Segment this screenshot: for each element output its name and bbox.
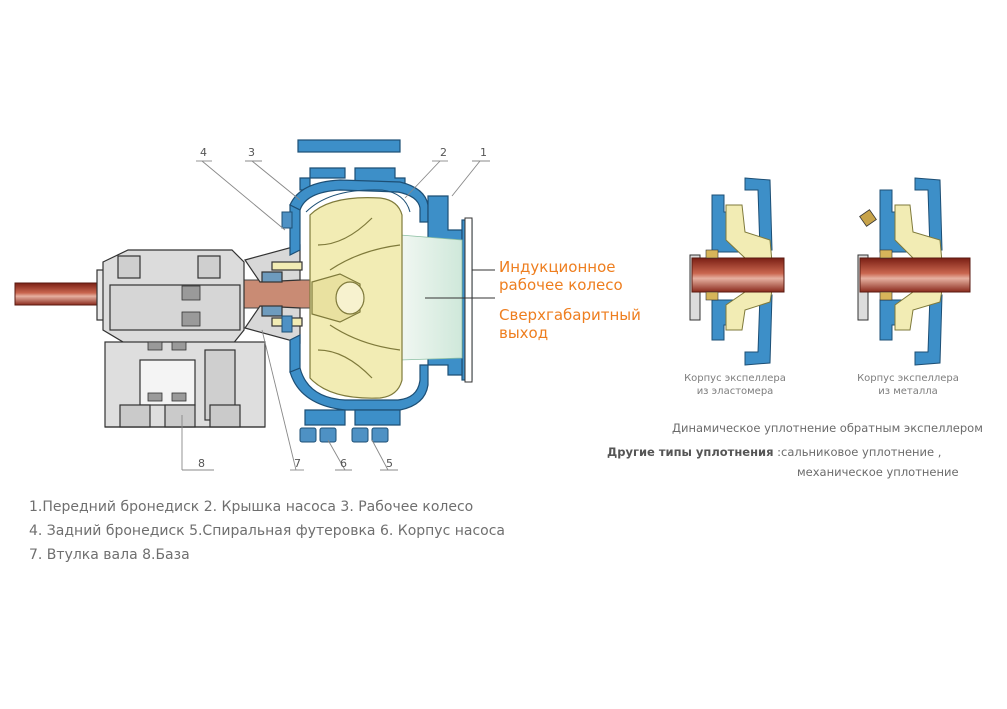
expeller-right-caption: Корпус экспеллера из металла (848, 372, 968, 398)
liner-outline (305, 189, 411, 213)
frame-bolts (147, 285, 201, 402)
legend-line-3: 7. Втулка вала 8.База (29, 547, 190, 563)
callout-3: 3 (248, 146, 255, 159)
callout-2: 2 (440, 146, 447, 159)
impeller-label: Индукционное рабочее колесо (499, 258, 623, 294)
outlet-label-line1: Сверхгабаритный (499, 306, 641, 324)
casing-bolts (281, 211, 389, 443)
other-seal-types: Другие типы уплотнения :сальниковое упло… (607, 444, 941, 460)
callout-1: 1 (480, 146, 487, 159)
expeller-right-caption-line2: из металла (878, 386, 938, 397)
outlet-label: Сверхгабаритный выход (499, 306, 641, 342)
expeller-metal (857, 177, 971, 366)
callout-ticks (182, 160, 490, 471)
callout-8: 8 (198, 457, 205, 470)
expeller-right-caption-line1: Корпус экспеллера (857, 373, 959, 384)
callout-6: 6 (340, 457, 347, 470)
expeller-left-caption-line1: Корпус экспеллера (684, 373, 786, 384)
callout-4: 4 (200, 146, 207, 159)
expeller-elastomer (689, 177, 785, 366)
callout-5: 5 (386, 457, 393, 470)
dynamic-seal-note: Динамическое уплотнение обратным экспелл… (672, 421, 983, 435)
legend-line-1: 1.Передний бронедиск 2. Крышка насоса 3.… (29, 499, 474, 515)
callout-leaders (181, 160, 481, 471)
impeller-label-line1: Индукционное (499, 258, 616, 276)
legend-line-2: 4. Задний бронедиск 5.Спиральная футеров… (29, 523, 505, 539)
other-seal-types-label: Другие типы уплотнения (607, 445, 774, 459)
other-seal-types-value: :сальниковое уплотнение , (777, 445, 942, 459)
other-seal-types-value2: механическое уплотнение (797, 465, 959, 479)
callout-7: 7 (294, 457, 301, 470)
impeller (309, 197, 403, 399)
expeller-left-caption-line2: из эластомера (696, 386, 774, 397)
outlet-label-line2: выход (499, 324, 549, 342)
bearing-frame (96, 249, 266, 428)
expeller-left-caption: Корпус экспеллера из эластомера (675, 372, 795, 398)
front-flange (464, 217, 473, 383)
impeller-label-line2: рабочее колесо (499, 276, 623, 294)
